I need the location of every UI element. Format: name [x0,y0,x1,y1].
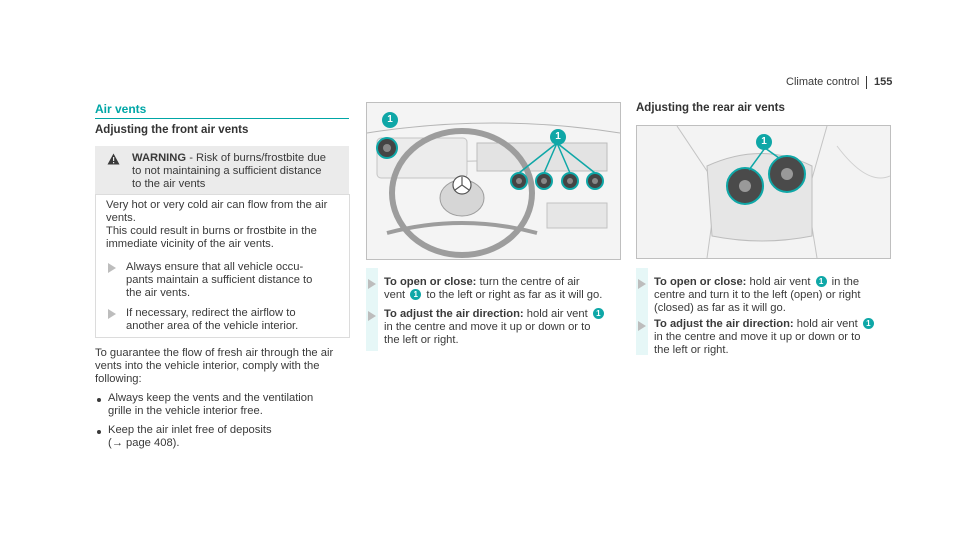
section-heading: Air vents [95,102,147,116]
rear-action-1-text-1b: in the [828,276,860,288]
warning-triangle-icon [107,153,120,165]
info-action-2-line-2: another area of the vehicle interior. [126,320,299,332]
mid-action-2-label: To adjust the air direction: [384,308,524,320]
mid-action-2-text-1a: hold air vent [523,308,591,320]
warning-label: WARNING [132,152,187,164]
mid-action-1-text: turn the centre of air [476,276,580,288]
rear-action-2-line-1: To adjust the air direction: hold air ve… [654,318,876,332]
bullet-1-line-1: Always keep the vents and the ventilatio… [108,392,314,404]
info-action-1-line-3: the air vents. [126,287,191,299]
rear-action-1-label: To open or close: [654,276,747,288]
page-number: 155 [874,76,893,88]
arrow-right-icon [368,279,376,289]
header-divider [866,76,867,89]
mid-action-1-label: To open or close: [384,276,477,288]
rear-action-1-line-3: (closed) as far as it will go. [654,302,786,314]
warning-line-3: to the air vents [132,178,206,190]
dashboard-drawing [367,103,620,259]
callout-badge: 1 [815,276,827,287]
subheading-front: Adjusting the front air vents [95,124,249,136]
callout-rear: 1 [756,134,772,150]
arrow-right-icon [638,321,646,331]
section-rule [95,118,349,119]
callout-front-left: 1 [382,112,398,128]
arrow-right-icon [108,263,116,273]
info-line-4: immediate vicinity of the air vents. [106,238,274,250]
mid-action-2-line-2: in the centre and move it up or down or … [384,321,591,333]
bullet-dot-icon [97,430,101,434]
rear-action-2-text-1a: hold air vent [793,318,861,330]
bullet-1-line-2: grille in the vehicle interior free. [108,405,263,417]
warning-text-1: - Risk of burns/frostbite due [189,152,326,164]
section-title: Climate control [786,76,860,88]
callout-front-centre: 1 [550,129,566,145]
bullet-dot-icon [97,398,101,402]
air-vent-icon [768,155,806,193]
info-line-1: Very hot or very cold air can flow from … [106,199,328,211]
callout-badge: 1 [592,308,604,319]
mid-action-1-line-2: vent 1 to the left or right as far as it… [384,289,602,303]
rear-action-1-line-2: centre and turn it to the left (open) or… [654,289,861,301]
para-line-3: following: [95,373,142,385]
mid-action-2-line-1: To adjust the air direction: hold air ve… [384,308,606,322]
air-vent-icon [535,172,553,190]
mid-action-1-text-2a: vent [384,289,409,301]
para-line-2: vents into the vehicle interior, comply … [95,360,320,372]
callout-badge: 1 [862,318,874,329]
info-line-2: vents. [106,212,136,224]
info-line-3: This could result in burns or frostbite … [106,225,317,237]
warning-box: WARNING - Risk of burns/frostbite due to… [95,146,349,194]
warning-line-2: to not maintaining a sufficient distance [132,165,322,177]
callout-badge: 1 [410,289,422,300]
rear-action-2-line-2: in the centre and move it up or down or … [654,331,861,343]
air-vent-icon [510,172,528,190]
air-vent-icon [586,172,604,190]
rear-action-1-line-1: To open or close: hold air vent 1 in the [654,276,859,290]
action-bar [366,301,378,351]
rear-action-2-line-3: the left or right. [654,344,729,356]
mid-action-2-line-3: the left or right. [384,334,459,346]
air-vent-icon [726,167,764,205]
bullet-2-line-1: Keep the air inlet free of deposits [108,424,272,436]
arrow-right-icon [368,311,376,321]
info-action-1-line-1: Always ensure that all vehicle occu- [126,261,304,273]
air-vent-icon [561,172,579,190]
mid-action-1-line-1: To open or close: turn the centre of air [384,276,580,290]
front-vents-illustration: 1 1 [366,102,621,260]
rear-vents-illustration: 1 [636,125,891,259]
arrow-right-icon [638,279,646,289]
rear-action-1-text-1a: hold air vent [746,276,814,288]
info-action-2-line-1: If necessary, redirect the airflow to [126,307,296,319]
info-action-1-line-2: pants maintain a sufficient distance to [126,274,313,286]
warning-line-1: WARNING - Risk of burns/frostbite due [132,152,326,166]
air-vent-icon [376,137,398,159]
subheading-rear: Adjusting the rear air vents [636,102,785,114]
bullet-2-line-2: (→ page 408). [108,437,180,449]
mid-action-1-text-2b: to the left or right as far as it will g… [423,289,603,301]
warning-info-box: Very hot or very cold air can flow from … [95,194,350,338]
action-bar [636,310,648,355]
arrow-right-icon [108,309,116,319]
para-line-1: To guarantee the flow of fresh air throu… [95,347,334,359]
rear-action-2-label: To adjust the air direction: [654,318,794,330]
